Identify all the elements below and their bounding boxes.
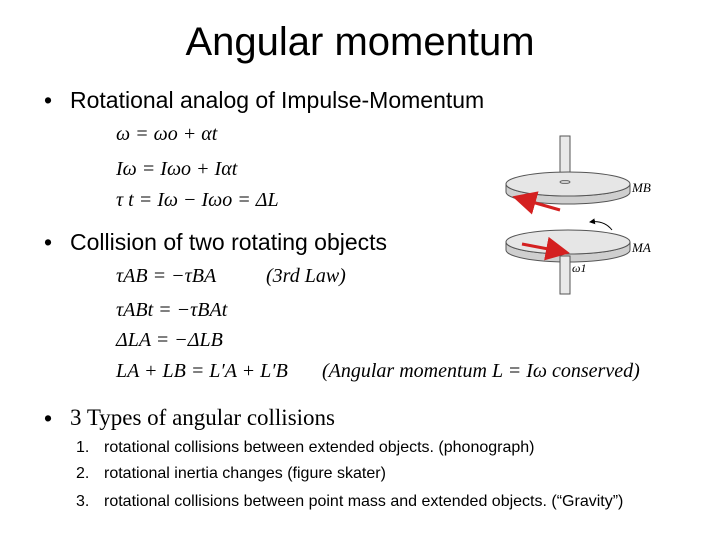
equation-omega: ω = ωo + αt (116, 123, 218, 145)
bullet-dot: • (44, 87, 53, 113)
mass-b-label: MB (631, 180, 651, 195)
rotation-arrow (589, 218, 613, 231)
list-item: 1.rotational collisions between extended… (76, 439, 535, 456)
lower-disk-arrow (521, 236, 570, 261)
note-conserved: (Angular momentum L = Iω conserved) (322, 360, 640, 382)
bullet-dot: • (44, 405, 53, 431)
equation-torque-delta-l: τ t = Iω − Iωo = ΔL (116, 189, 279, 211)
slide-title: Angular momentum (185, 20, 535, 64)
list-item: 3.rotational collisions between point ma… (76, 493, 624, 510)
rotating-disks-figure: MB MA ω1 (505, 135, 651, 295)
list-item: 2.rotational inertia changes (figure ska… (76, 465, 386, 482)
mass-a-label: MA (631, 240, 651, 255)
omega-label: ω1 (572, 261, 586, 275)
lower-axle (559, 255, 571, 295)
equation-delta-l: ΔLA = −ΔLB (116, 329, 223, 351)
bullet-dot: • (44, 229, 53, 255)
equation-torque-ab: τAB = −τBA (116, 265, 217, 287)
equation-i-omega: Iω = Iωo + Iαt (116, 158, 238, 180)
note-third-law: (3rd Law) (266, 265, 346, 287)
equation-torque-time: τABt = −τBAt (116, 299, 228, 321)
upper-disk-arrow (512, 191, 561, 215)
equation-l-sum: LA + LB = L′A + L′B (116, 360, 288, 382)
